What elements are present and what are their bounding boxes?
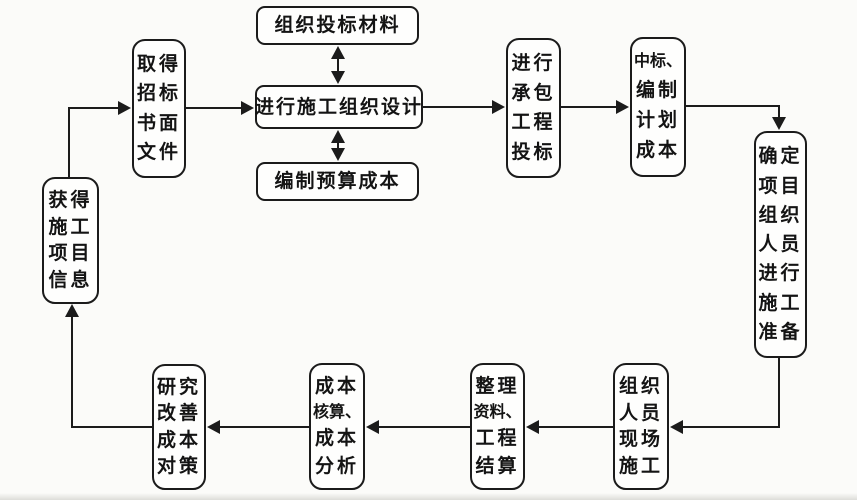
node-label-line: 信息 xyxy=(48,270,93,292)
node-label-line: 核算、 xyxy=(312,403,361,421)
node-label-line: 结算 xyxy=(475,455,520,477)
arrowhead xyxy=(331,130,345,143)
arrowhead xyxy=(616,100,629,114)
node-label-line: 编制预算成本 xyxy=(274,171,401,192)
arrowhead xyxy=(331,46,345,59)
node-label-line: 施工 xyxy=(758,292,803,314)
arrowhead xyxy=(670,420,683,434)
node-label-line: 承包 xyxy=(511,82,556,104)
node-label-line: 对策 xyxy=(156,456,201,478)
node-label-line: 书面 xyxy=(136,112,181,134)
flow-node-confirm-team-prepare: 确定项目组织人员进行施工准备 xyxy=(754,131,807,358)
node-label-line: 成本 xyxy=(156,429,201,451)
node-label-line: 编制 xyxy=(635,80,680,101)
node-label-line: 成本 xyxy=(314,376,359,398)
node-label-line: 分析 xyxy=(314,455,359,477)
arrowhead xyxy=(492,100,505,114)
node-label-line: 工程 xyxy=(511,112,556,134)
node-label-line: 进行 xyxy=(758,263,803,285)
flow-node-site-construction: 组织人员现场施工 xyxy=(613,363,669,490)
flow-node-win-bid-plan-cost: 中标、编制计划成本 xyxy=(630,37,686,177)
arrowhead xyxy=(331,71,345,84)
flow-node-construction-organization-design: 进行施工组织设计 xyxy=(255,85,423,129)
node-label-line: 准备 xyxy=(758,321,803,343)
node-label-line: 中标、 xyxy=(633,53,682,70)
flow-node-contract-bidding: 进行承包工程投标 xyxy=(506,38,561,178)
arrowhead xyxy=(118,101,131,115)
flow-line-win-bid-plan-cost-to-confirm-team-prepare xyxy=(686,105,780,122)
node-label-line: 项目 xyxy=(48,243,93,265)
node-label-line: 招标 xyxy=(136,83,181,105)
node-label-line: 资料、 xyxy=(473,403,522,421)
flow-line-confirm-team-prepare-to-site-construction xyxy=(678,358,780,428)
node-label-line: 改善 xyxy=(156,403,201,425)
node-label-line: 进行 xyxy=(511,53,556,75)
node-label-line: 研究 xyxy=(156,376,201,398)
node-label-line: 人员 xyxy=(618,402,663,424)
arrowhead xyxy=(241,101,254,115)
node-label-line: 投标 xyxy=(511,141,556,163)
node-label-line: 工程 xyxy=(475,428,520,450)
flow-node-settle-project: 整理资料、工程结算 xyxy=(470,363,525,490)
node-label-line: 进行施工组织设计 xyxy=(255,96,424,118)
arrowhead xyxy=(331,148,345,161)
node-label-line: 确定 xyxy=(758,146,803,168)
flow-node-organize-bid-materials: 组织投标材料 xyxy=(256,6,419,45)
flow-node-get-tender-documents: 取得招标书面文件 xyxy=(132,39,186,178)
node-label-line: 施工 xyxy=(618,456,663,478)
node-label-line: 计划 xyxy=(635,110,680,131)
node-label-line: 现场 xyxy=(618,429,663,451)
arrowhead xyxy=(366,420,379,434)
flow-node-obtain-project-info: 获得施工项目信息 xyxy=(42,177,99,304)
arrowhead xyxy=(526,420,539,434)
node-label-line: 组织 xyxy=(618,375,663,397)
flow-line-improve-cost-measures-to-obtain-project-info xyxy=(71,312,152,428)
node-label-line: 取得 xyxy=(136,54,181,76)
node-label-line: 获得 xyxy=(48,189,93,211)
node-label-line: 施工 xyxy=(48,216,93,238)
node-label-line: 组织 xyxy=(758,204,803,226)
node-label-line: 整理 xyxy=(475,376,520,398)
node-label-line: 成本 xyxy=(314,428,359,450)
arrowhead xyxy=(65,304,79,317)
node-label-line: 成本 xyxy=(635,140,680,161)
node-label-line: 组织投标材料 xyxy=(274,15,401,36)
flow-node-prepare-budget-cost: 编制预算成本 xyxy=(256,162,419,201)
flow-node-improve-cost-measures: 研究改善成本对策 xyxy=(152,364,206,490)
arrowhead xyxy=(772,117,786,130)
flow-node-cost-accounting-analysis: 成本核算、成本分析 xyxy=(309,363,365,490)
node-label-line: 文件 xyxy=(136,141,181,163)
node-label-line: 项目 xyxy=(758,175,803,197)
flow-line-obtain-project-info-to-get-tender-documents xyxy=(68,107,122,178)
node-label-line: 人员 xyxy=(758,234,803,255)
arrowhead xyxy=(207,420,220,434)
